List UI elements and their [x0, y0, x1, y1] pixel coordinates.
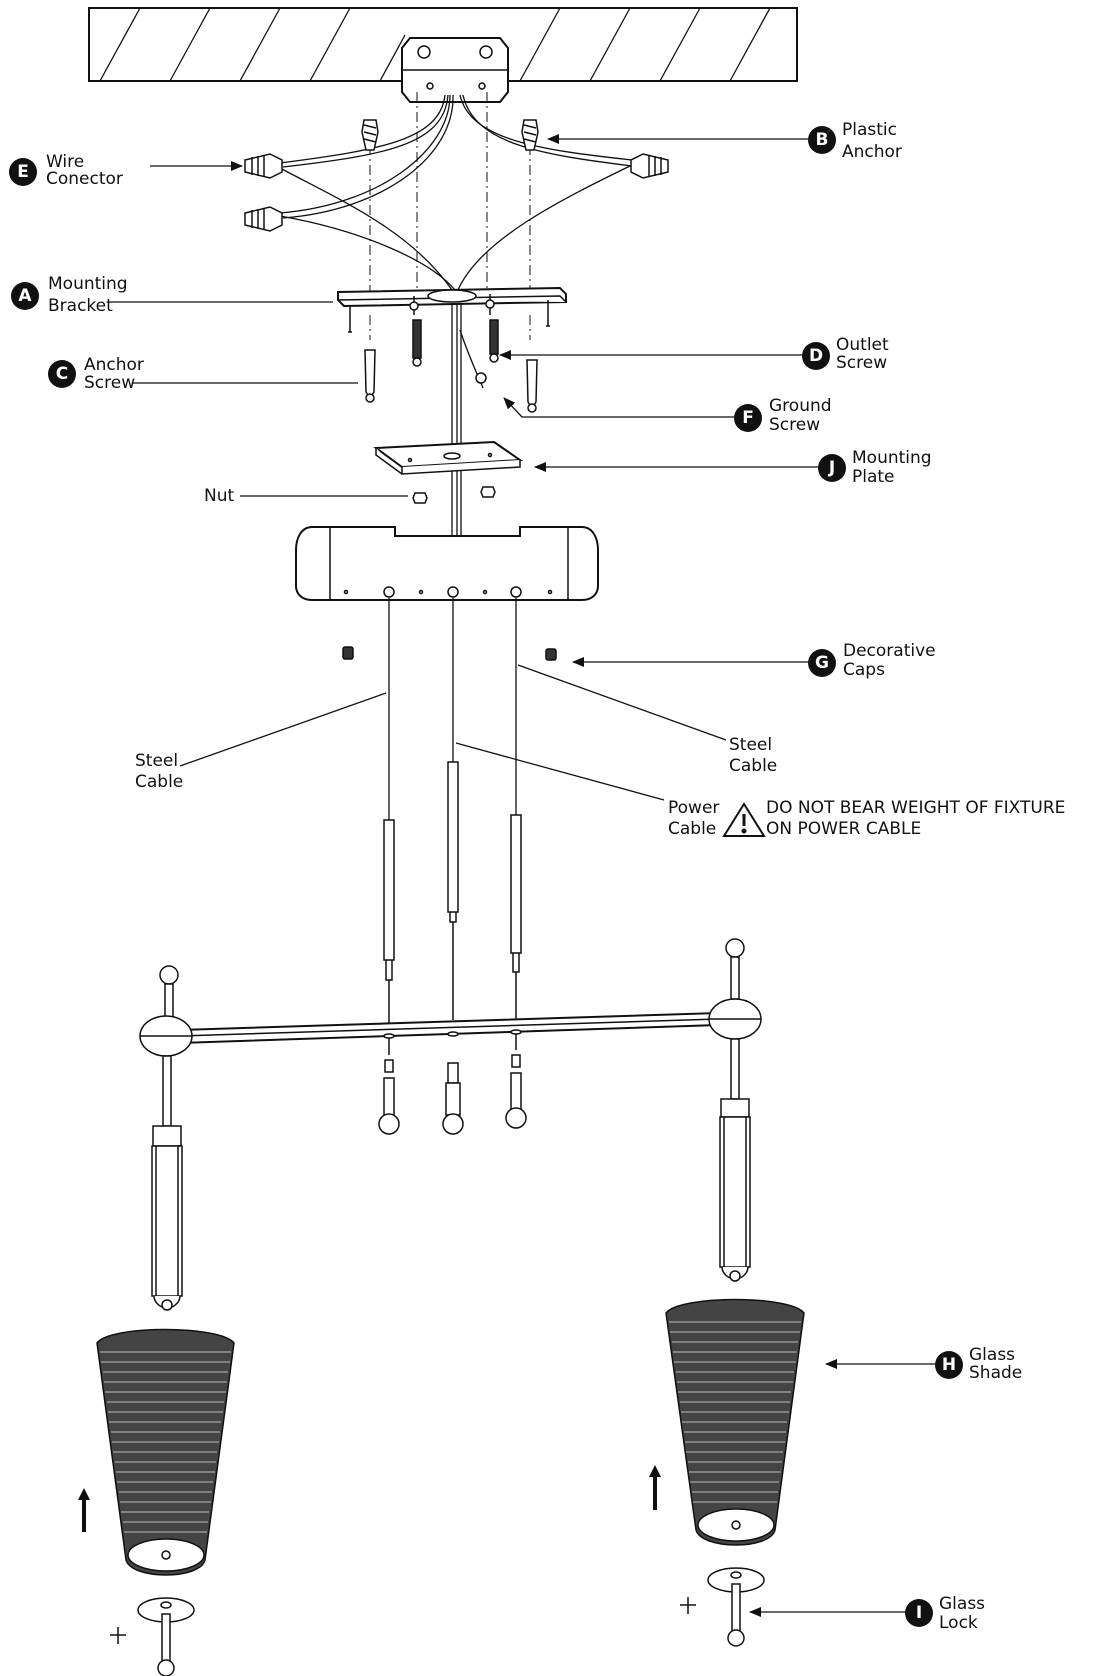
screws — [364, 319, 538, 413]
glass-lock-right — [680, 1567, 765, 1647]
label-glass-shade-1: Glass — [969, 1345, 1016, 1365]
badge-a: A — [11, 282, 39, 310]
warning-text-1: DO NOT BEAR WEIGHT OF FIXTURE — [766, 798, 1066, 818]
label-mounting-plate-1: Mounting — [852, 448, 932, 468]
label-power-cable-2: Cable — [668, 819, 717, 839]
alignment-guides — [369, 92, 531, 340]
badge-f: F — [734, 404, 762, 432]
label-ground-screw-1: Ground — [769, 396, 832, 416]
label-outlet-screw-1: Outlet — [836, 335, 889, 355]
label-plastic-anchor-1: Plastic — [842, 120, 897, 140]
badge-d: D — [802, 342, 830, 370]
badge-j: J — [818, 454, 846, 482]
label-glass-lock-1: Glass — [939, 1594, 986, 1614]
label-anchor-screw-1: Anchor — [84, 355, 144, 375]
label-outlet-screw-2: Screw — [836, 353, 888, 373]
label-wire-connector-1: Wire — [46, 152, 85, 172]
badge-g: G — [808, 649, 836, 677]
badge-b: B — [808, 126, 836, 154]
label-nut: Nut — [204, 486, 235, 506]
label-ground-screw-2: Screw — [769, 415, 821, 435]
mounting-bracket — [337, 286, 567, 333]
badge-e: E — [9, 158, 37, 186]
label-anchor-screw-2: Screw — [84, 373, 136, 393]
warning-triangle-icon — [722, 802, 766, 837]
label-steel-cable-right-2: Cable — [729, 756, 778, 776]
glass-lock-left — [110, 1597, 195, 1676]
up-arrows — [78, 1465, 661, 1532]
leader-lines — [110, 134, 935, 1617]
cross-bar — [179, 1011, 719, 1045]
warning-text-2: ON POWER CABLE — [766, 819, 922, 839]
mounting-plate — [373, 440, 523, 475]
decorative-caps — [342, 646, 557, 661]
label-glass-lock-2: Lock — [939, 1613, 978, 1633]
cables — [383, 598, 522, 1055]
wires — [279, 94, 633, 540]
label-mounting-plate-2: Plate — [852, 467, 895, 487]
label-plastic-anchor-2: Anchor — [842, 142, 902, 162]
left-arm — [139, 965, 193, 1311]
label-steel-cable-right-1: Steel — [729, 735, 773, 755]
label-power-cable-1: Power — [668, 798, 720, 818]
label-steel-cable-left-2: Cable — [135, 772, 184, 792]
label-steel-cable-left-1: Steel — [135, 751, 179, 771]
label-decorative-caps-2: Caps — [843, 660, 885, 680]
glass-shade-right — [665, 1298, 805, 1546]
nuts — [412, 486, 496, 504]
label-mounting-bracket-1: Mounting — [48, 274, 128, 294]
cable-end-balls — [378, 1054, 527, 1135]
outlet-box — [401, 37, 509, 103]
label-glass-shade-2: Shade — [969, 1363, 1023, 1383]
plastic-anchors — [361, 119, 539, 151]
label-mounting-bracket-2: Bracket — [48, 296, 113, 316]
badge-c: C — [48, 360, 76, 388]
right-arm — [708, 938, 762, 1282]
canopy — [295, 526, 599, 601]
badge-i: I — [905, 1599, 933, 1627]
wire-connectors — [244, 153, 669, 232]
label-wire-connector-2: Conector — [46, 169, 123, 189]
glass-shade-left — [96, 1328, 235, 1576]
label-decorative-caps-1: Decorative — [843, 641, 936, 661]
badge-h: H — [935, 1351, 963, 1379]
